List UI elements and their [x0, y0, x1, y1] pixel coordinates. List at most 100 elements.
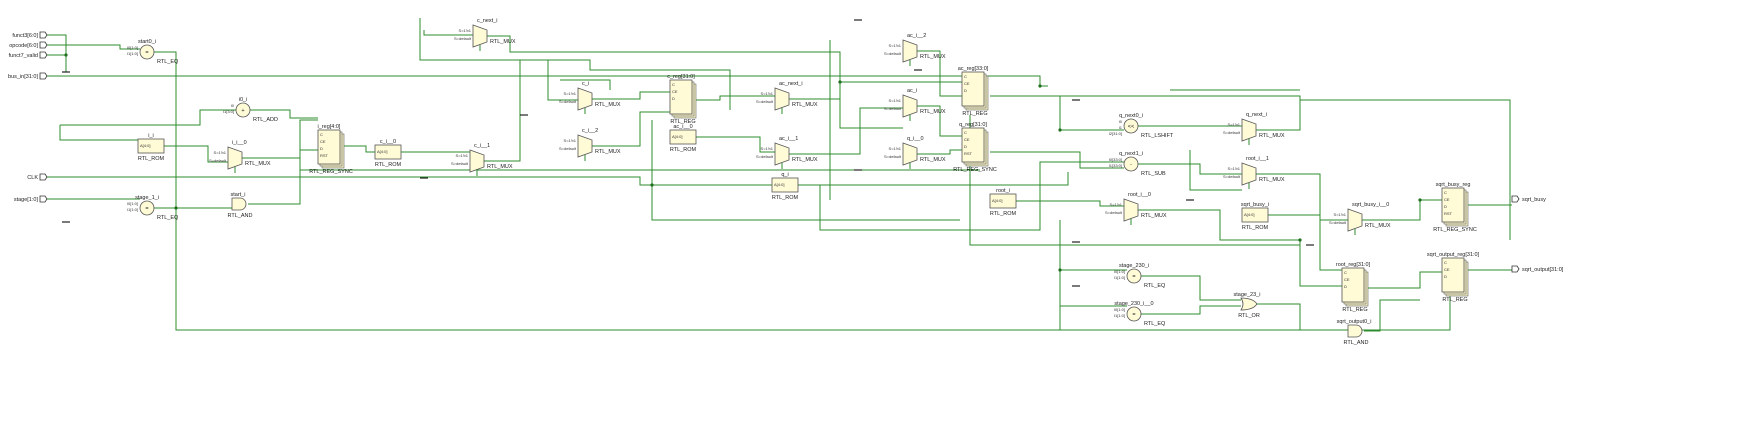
mux-symbol — [577, 134, 593, 158]
net-junction — [650, 183, 654, 187]
net-wire — [592, 111, 670, 147]
output-port-arrow — [1511, 195, 1520, 203]
net-wire — [46, 34, 67, 72]
cell-instance-name: c_next_i — [477, 18, 498, 24]
rom-box — [374, 144, 402, 160]
eq-operator-symbol — [1126, 306, 1142, 322]
net-wire — [1141, 305, 1241, 315]
cell-instance-name: root_reg[31:0] — [1336, 262, 1371, 268]
net-wire — [798, 161, 1124, 231]
reg-pin-label: RST — [1444, 211, 1453, 216]
net-wire — [487, 35, 903, 129]
mux-pin-label: S=default — [1223, 130, 1241, 135]
reg-pin-label: D — [964, 88, 967, 93]
reg-pin-label: C — [1444, 190, 1447, 195]
cell-type-label: RTL_ADD — [253, 117, 278, 123]
input-port-arrow — [39, 72, 48, 80]
cell-type-label: RTL_MUX — [920, 157, 946, 163]
mux-symbol — [1241, 162, 1257, 186]
cell-type-label: RTL_REG — [670, 119, 695, 125]
cell-type-label: RTL_ROM — [138, 156, 165, 162]
cell-instance-name: q_next_i — [1246, 112, 1267, 118]
mux-pin-label: S=default — [1329, 220, 1347, 225]
cell-type-label: RTL_EQ — [157, 215, 179, 221]
operator-pin-label: I1[1:0] — [1114, 275, 1125, 280]
cell-instance-name: root_i__1 — [1246, 156, 1269, 162]
net-wire — [990, 151, 1124, 169]
cell-type-label: RTL_MUX — [920, 109, 946, 115]
net-wires — [46, 18, 1512, 332]
reg-box — [1441, 257, 1465, 293]
and-gate-symbol — [1347, 324, 1363, 338]
cell-type-label: RTL_REG — [1442, 297, 1467, 303]
reg-box — [1441, 187, 1465, 223]
mux-pin-label: S=default — [559, 99, 577, 104]
cell-type-label: RTL_AND — [1344, 340, 1369, 346]
net-wire — [990, 95, 1124, 131]
mux-symbol — [472, 24, 488, 48]
rom-pin-label: A[4:0] — [992, 198, 1002, 203]
cell-instance-name: i_i__0 — [232, 140, 247, 146]
cell-instance-name: sqrt_busy_reg — [1436, 182, 1471, 188]
net-junction — [1298, 238, 1302, 242]
cell-instance-name: sqrt_output_reg[31:0] — [1427, 252, 1480, 258]
cell-instance-name: c_i__1 — [474, 143, 490, 149]
cell-instance-name: stage_230_i__0 — [1114, 301, 1153, 307]
cell-type-label: RTL_MUX — [1259, 177, 1285, 183]
reg-box — [317, 129, 341, 165]
sub-operator-symbol — [1123, 156, 1139, 172]
eq-operator-symbol — [139, 44, 155, 60]
net-junction — [174, 206, 178, 210]
net-wire — [1040, 95, 1301, 131]
mux-pin-label: S=1'b1 — [889, 146, 902, 151]
reg-box — [961, 127, 985, 163]
mux-symbol — [902, 142, 918, 166]
operator-pin-label: I0 — [1119, 119, 1123, 124]
and-gate-symbol — [231, 197, 247, 211]
cell-instance-name: i_i — [148, 133, 154, 139]
mux-pin-label: S=default — [884, 106, 902, 111]
reg-pin-label: D — [1444, 274, 1447, 279]
cell-instance-name: ac_next_i — [779, 81, 803, 87]
shift-operator-symbol — [1123, 118, 1139, 134]
reg-pin-label: CE — [672, 89, 678, 94]
cell-instance-name: ac_i__1 — [779, 136, 798, 142]
mux-pin-label: S=1'b1 — [564, 91, 577, 96]
reg-pin-label: CE — [1344, 277, 1350, 282]
operator-pin-label: I1[33:0] — [1109, 163, 1122, 168]
net-wire — [242, 119, 318, 159]
cell-instance-name: root_i__0 — [1128, 192, 1151, 198]
cell-type-label: RTL_ROM — [375, 162, 402, 168]
input-port: CLK — [27, 173, 48, 181]
mux-pin-label: S=1'b1 — [1228, 122, 1241, 127]
input-port-arrow — [39, 31, 48, 39]
net-wire — [560, 79, 611, 90]
cell-instance-name: i0_i — [239, 97, 248, 103]
mux-pin-label: S=1'b1 — [889, 43, 902, 48]
mux-pin-label: S=1'b1 — [564, 138, 577, 143]
output-port-arrow — [1511, 265, 1520, 273]
operator-glyph: + — [241, 108, 244, 114]
operator-pin-label: I0[1:0] — [127, 201, 138, 206]
reg-pin-label: RST — [964, 151, 973, 156]
output-port: sqrt_busy — [1511, 195, 1546, 203]
cell-instance-name: ac_reg[33:0] — [958, 66, 989, 72]
reg-pin-label: CE — [320, 139, 326, 144]
rom-box — [669, 129, 697, 145]
or-gate-symbol — [1240, 297, 1258, 311]
input-port-label: funct7_valid — [9, 53, 38, 59]
input-port-label: stage[1:0] — [14, 197, 39, 203]
